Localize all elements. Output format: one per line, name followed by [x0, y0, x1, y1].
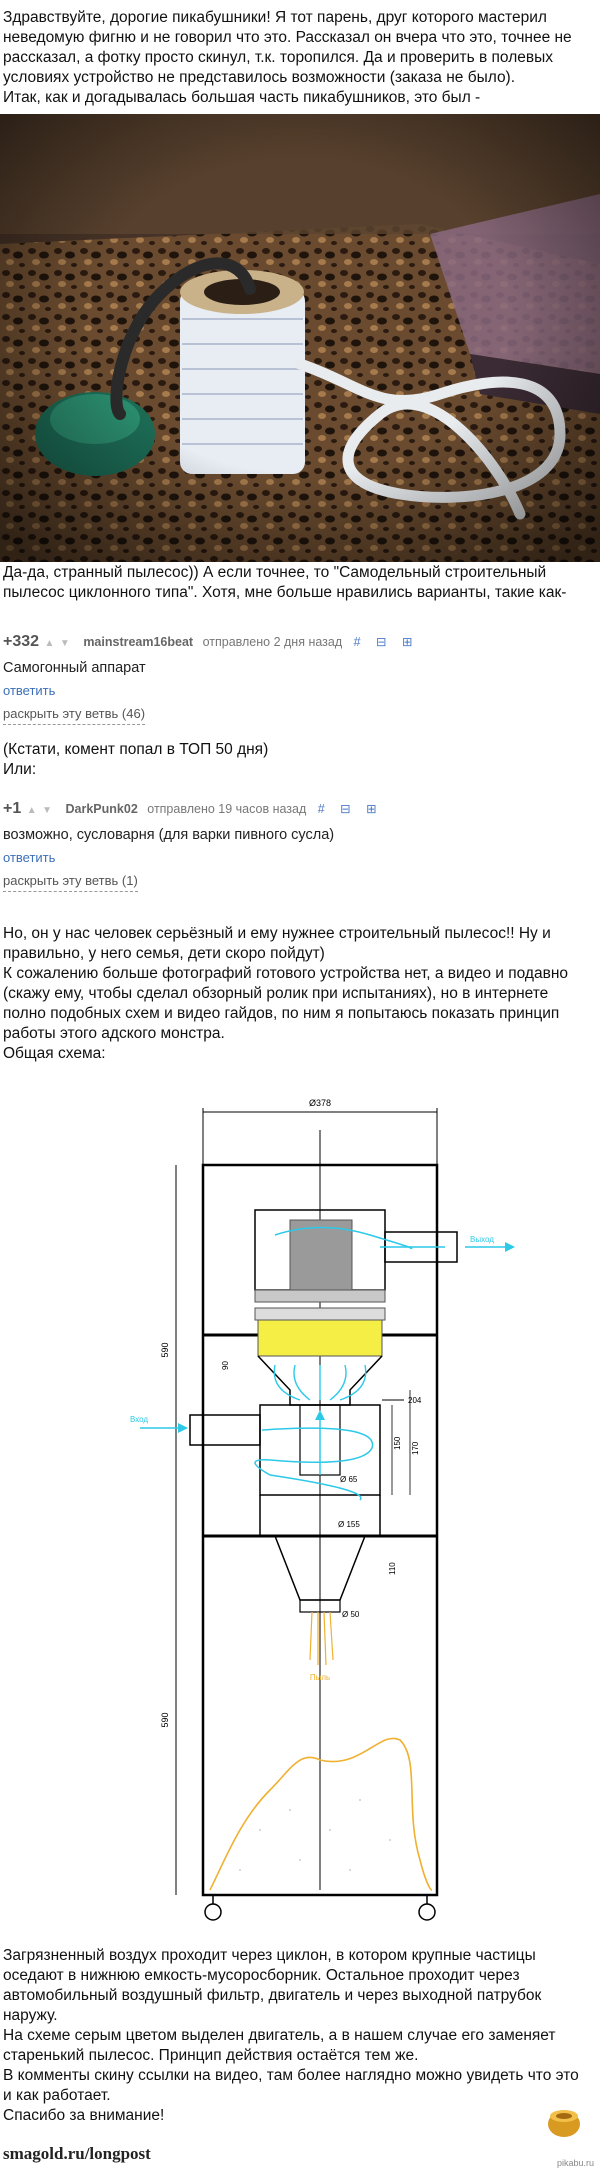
dim-90-label: 90 — [221, 1361, 230, 1370]
ending-text: Загрязненный воздух проходит через цикло… — [0, 1946, 600, 2126]
text-line: Спасибо за внимание! — [3, 2107, 165, 2124]
cyclone-diagram: Ø378 590 590 Выход — [0, 1070, 600, 1952]
text-line: В комменты скину ссылки на видео, там бо… — [3, 2067, 579, 2084]
intro-line: Итак, как и догадывалась большая часть п… — [3, 89, 481, 106]
comment-card: +1 ▲ ▼ DarkPunk02 отправлено 19 часов на… — [0, 795, 600, 892]
text-line: Загрязненный воздух проходит через цикло… — [3, 1947, 536, 1964]
text-line: (Кстати, комент попал в ТОП 50 дня) — [3, 741, 269, 758]
text-line: Или: — [3, 761, 37, 778]
text-line: и как работает. — [3, 2087, 111, 2104]
source-link[interactable]: smagold.ru/longpost — [3, 2144, 151, 2163]
text-line: работы этого адского монстра. — [3, 1025, 225, 1042]
text-line: полно подобных схем и видео гайдов, по н… — [3, 1005, 560, 1022]
inlet-label: Вход — [130, 1415, 148, 1424]
vacuum-photo — [0, 114, 600, 562]
dim-110-label: 110 — [388, 1562, 397, 1575]
dim-155-label: Ø 155 — [338, 1520, 360, 1529]
comment-time: отправлено 2 дня назад — [202, 635, 343, 649]
intro-line: неведомую фигню и не говорил что это. Ра… — [3, 29, 572, 46]
text-line: Да-да, странный пылесос)) А если точнее,… — [3, 564, 547, 581]
text-line: правильно, у него семья, дети скоро пойд… — [3, 945, 325, 962]
comment-tools[interactable]: # ⊟ ⊞ — [353, 635, 419, 649]
comment-text: возможно, сусловарня (для варки пивного … — [3, 827, 335, 843]
middle-text: Но, он у нас человек серьёзный и ему нуж… — [0, 924, 600, 1064]
comment-author[interactable]: DarkPunk02 — [65, 802, 138, 816]
expand-branch-link[interactable]: раскрыть эту ветвь (46) — [3, 704, 146, 725]
between-text: (Кстати, комент попал в ТОП 50 дня) Или: — [0, 740, 600, 780]
expand-branch-link[interactable]: раскрыть эту ветвь (1) — [3, 871, 138, 892]
reply-link[interactable]: ответить — [3, 683, 56, 698]
dust-label: Пыль — [310, 1673, 330, 1682]
dim-top-label: Ø378 — [309, 1098, 331, 1108]
comment-score: +1 — [3, 800, 22, 817]
text-line: наружу. — [3, 2007, 58, 2024]
text-line: К сожалению больше фотографий готового у… — [3, 965, 569, 982]
comment-score: +332 — [3, 633, 40, 650]
comment-author[interactable]: mainstream16beat — [83, 635, 194, 649]
comment-card: +332 ▲ ▼ mainstream16beat отправлено 2 д… — [0, 628, 600, 725]
text-line: пылесос циклонного типа". Хотя, мне боль… — [3, 584, 567, 601]
downvote-icon[interactable]: ▼ — [42, 805, 53, 816]
comment-meta: +332 ▲ ▼ mainstream16beat отправлено 2 д… — [3, 628, 597, 656]
intro-line: условиях устройство не представилось воз… — [3, 69, 516, 86]
intro-text: Здравствуйте, дорогие пикабушники! Я тот… — [0, 8, 600, 108]
footer: smagold.ru/longpost pikabu.ru — [0, 2110, 600, 2172]
intro-line: рассказал, а фотку просто скинул, т.к. т… — [3, 49, 554, 66]
text-line: Но, он у нас человек серьёзный и ему нуж… — [3, 925, 551, 942]
comment-time: отправлено 19 часов назад — [147, 802, 307, 816]
reply-link[interactable]: ответить — [3, 850, 56, 865]
text-line: (скажу ему, чтобы сделал обзорный ролик … — [3, 985, 549, 1002]
text-line: старенький пылесос. Принцип действия ост… — [3, 2047, 419, 2064]
dim-left-upper: 590 — [160, 1342, 170, 1357]
upvote-icon[interactable]: ▲ — [26, 805, 37, 816]
watermark: pikabu.ru — [556, 2158, 594, 2168]
upvote-icon[interactable]: ▲ — [44, 638, 55, 649]
intro-line: Здравствуйте, дорогие пикабушники! Я тот… — [3, 9, 547, 26]
dim-50-label: Ø 50 — [342, 1610, 360, 1619]
dim-left-lower: 590 — [160, 1712, 170, 1727]
text-line: оседают в нижнюю емкость-мусоросборник. … — [3, 1967, 520, 1984]
dim-65-label: Ø 65 — [340, 1475, 358, 1484]
downvote-icon[interactable]: ▼ — [59, 638, 70, 649]
text-line: автомобильный воздушный фильтр, двигател… — [3, 1987, 542, 2004]
pikabu-logo-icon — [548, 2110, 580, 2137]
comment-text: Самогонный аппарат — [3, 660, 146, 676]
after-photo-text: Да-да, странный пылесос)) А если точнее,… — [0, 563, 600, 603]
outlet-label: Выход — [470, 1235, 494, 1244]
comment-tools[interactable]: # ⊟ ⊞ — [317, 802, 383, 816]
dim-170-label: 170 — [411, 1441, 420, 1455]
dim-150-label: 150 — [393, 1436, 402, 1450]
text-line: На схеме серым цветом выделен двигатель,… — [3, 2027, 556, 2044]
comment-meta: +1 ▲ ▼ DarkPunk02 отправлено 19 часов на… — [3, 795, 597, 823]
text-line: Общая схема: — [3, 1045, 106, 1062]
dim-204-label: 204 — [408, 1396, 422, 1405]
